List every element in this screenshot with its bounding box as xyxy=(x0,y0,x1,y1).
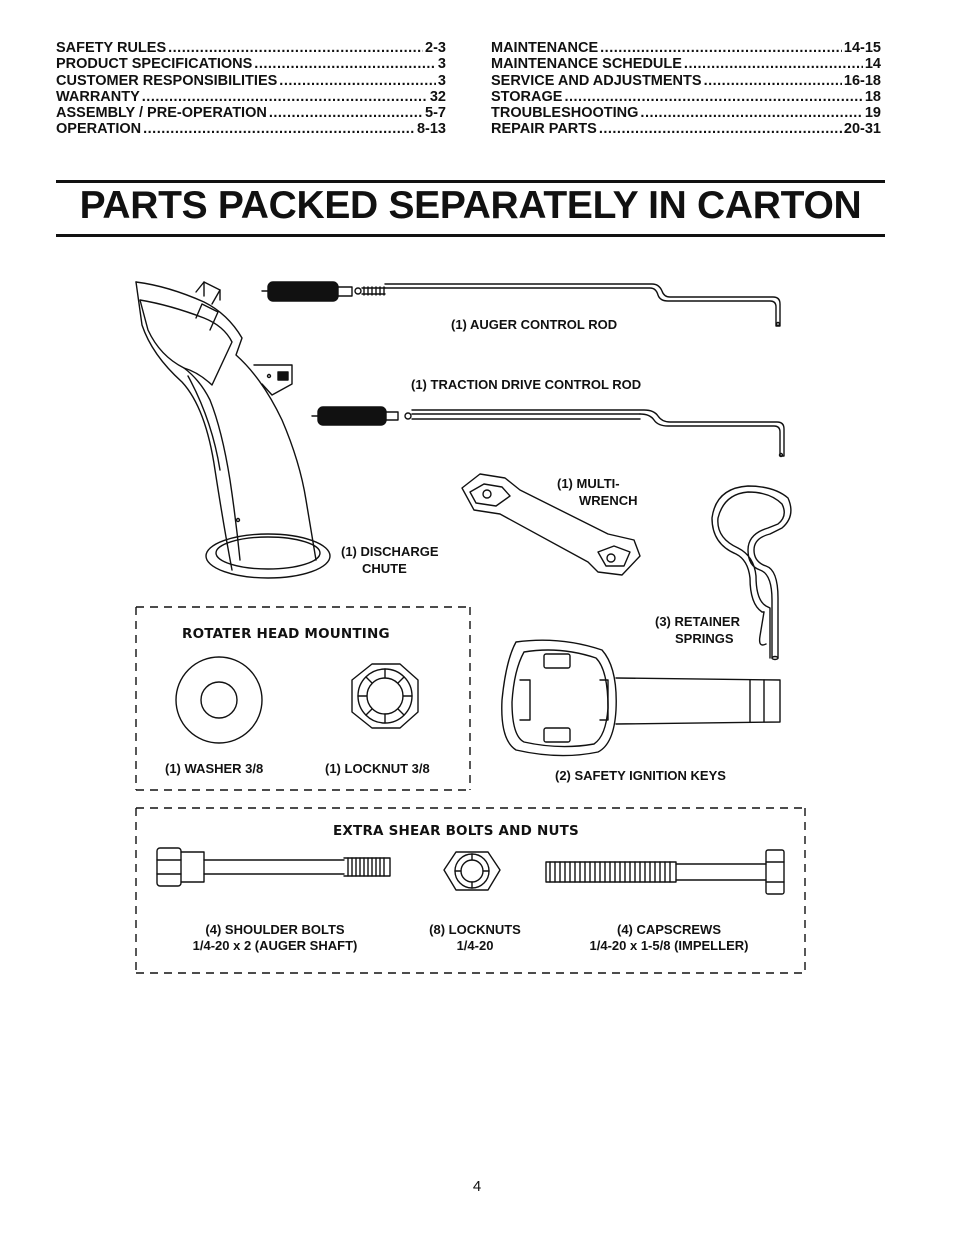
toc-entry: PRODUCT SPECIFICATIONS 3 xyxy=(56,56,446,72)
toc-entry-title: OPERATION xyxy=(56,121,142,138)
shoulder-bolts-label-line1: (4) SHOULDER BOLTS xyxy=(205,922,345,937)
toc-entry: STORAGE 18 xyxy=(491,89,881,105)
toc-entry-title: WARRANTY xyxy=(56,88,140,105)
multi-wrench-drawing xyxy=(461,473,641,576)
traction-rod-drawing xyxy=(311,406,785,458)
toc-entry: SERVICE AND ADJUSTMENTS 16-18 xyxy=(491,73,881,89)
toc-entry: MAINTENANCE 14-15 xyxy=(491,40,881,56)
toc-entry: OPERATION 8-13 xyxy=(56,121,446,137)
toc-entry-title: MAINTENANCE xyxy=(491,40,599,56)
washer-label: (1) WASHER 3/8 xyxy=(165,761,264,776)
toc-entry-page: 20-31 xyxy=(843,121,881,138)
multi-wrench-label-line2: WRENCH xyxy=(579,493,638,508)
ignition-keys-label: (2) SAFETY IGNITION KEYS xyxy=(555,768,726,783)
toc-entry-page: 2-3 xyxy=(425,40,446,56)
toc-entry-page: 3 xyxy=(437,72,446,89)
locknuts-label-line2: 1/4-20 xyxy=(456,938,494,953)
shoulder-bolts-label-line2: 1/4-20 x 2 (AUGER SHAFT) xyxy=(192,938,358,953)
toc-entry-page: 14 xyxy=(864,56,881,73)
page-number: 4 xyxy=(472,1178,482,1195)
toc-entry-title: CUSTOMER RESPONSIBILITIES xyxy=(56,72,278,89)
chute-label-line2: CHUTE xyxy=(362,561,407,576)
toc-entry-title: ASSEMBLY / PRE-OPERATION xyxy=(56,105,267,122)
toc-entry: ASSEMBLY / PRE-OPERATION 5-7 xyxy=(56,105,446,121)
traction-rod-label: (1) TRACTION DRIVE CONTROL ROD xyxy=(411,377,642,392)
toc-entry-page: 5-7 xyxy=(425,105,446,122)
ignition-key-drawing xyxy=(501,639,781,757)
page-heading: PARTS PACKED SEPARATELY IN CARTON xyxy=(79,184,862,227)
auger-control-rod-drawing xyxy=(261,281,781,327)
chute-label-line1: (1) DISCHARGE xyxy=(341,544,439,559)
multi-wrench-label-line1: (1) MULTI- xyxy=(557,476,620,491)
toc-entry: TROUBLESHOOTING 19 xyxy=(491,105,881,121)
toc-entry-title: PRODUCT SPECIFICATIONS xyxy=(56,56,253,73)
toc-entry-page: 16-18 xyxy=(843,72,881,89)
toc-entry-title: SAFETY RULES xyxy=(56,40,167,56)
toc-entry: MAINTENANCE SCHEDULE 14 xyxy=(491,56,881,72)
retainer-spring-drawing xyxy=(711,485,792,661)
locknut-drawing xyxy=(351,663,419,729)
toc-entry-page: 19 xyxy=(864,105,881,122)
locknuts-label-line1: (8) LOCKNUTS xyxy=(429,922,521,937)
toc-entry-page: 32 xyxy=(429,88,446,105)
retainer-label-line1: (3) RETAINER xyxy=(655,614,740,629)
shear-box-title: EXTRA SHEAR BOLTS AND NUTS xyxy=(333,823,579,839)
rotater-box-title: ROTATER HEAD MOUNTING xyxy=(182,626,390,642)
toc-entry-page: 8-13 xyxy=(416,121,446,138)
toc-entry-title: SERVICE AND ADJUSTMENTS xyxy=(491,72,702,89)
toc-entry-title: STORAGE xyxy=(491,88,563,105)
toc-entry-page: 14-15 xyxy=(843,40,881,56)
shear-locknut-drawing xyxy=(443,851,501,891)
toc-entry: SAFETY RULES 2-3 xyxy=(56,40,446,56)
capscrews-label-line1: (4) CAPSCREWS xyxy=(616,922,721,937)
auger-rod-label: (1) AUGER CONTROL ROD xyxy=(451,317,618,332)
toc-entry-title: MAINTENANCE SCHEDULE xyxy=(491,56,682,73)
washer-drawing xyxy=(175,656,263,744)
rotater-box-border xyxy=(135,606,471,791)
discharge-chute-drawing xyxy=(135,281,331,579)
shoulder-bolt-drawing xyxy=(156,847,391,887)
capscrew-drawing xyxy=(545,849,785,895)
locknut-label: (1) LOCKNUT 3/8 xyxy=(325,761,430,776)
retainer-label-line2: SPRINGS xyxy=(675,631,734,646)
heading-top-rule xyxy=(56,180,885,183)
toc-entry: CUSTOMER RESPONSIBILITIES 3 xyxy=(56,73,446,89)
toc-entry-title: REPAIR PARTS xyxy=(491,121,597,138)
toc-entry-title: TROUBLESHOOTING xyxy=(491,105,639,122)
toc-entry: REPAIR PARTS 20-31 xyxy=(491,121,881,137)
toc-entry-page: 18 xyxy=(864,88,881,105)
heading-bottom-rule xyxy=(56,234,885,237)
toc-entry-page: 3 xyxy=(437,56,446,73)
capscrews-label-line2: 1/4-20 x 1-5/8 (IMPELLER) xyxy=(589,938,749,953)
toc-entry: WARRANTY 32 xyxy=(56,89,446,105)
